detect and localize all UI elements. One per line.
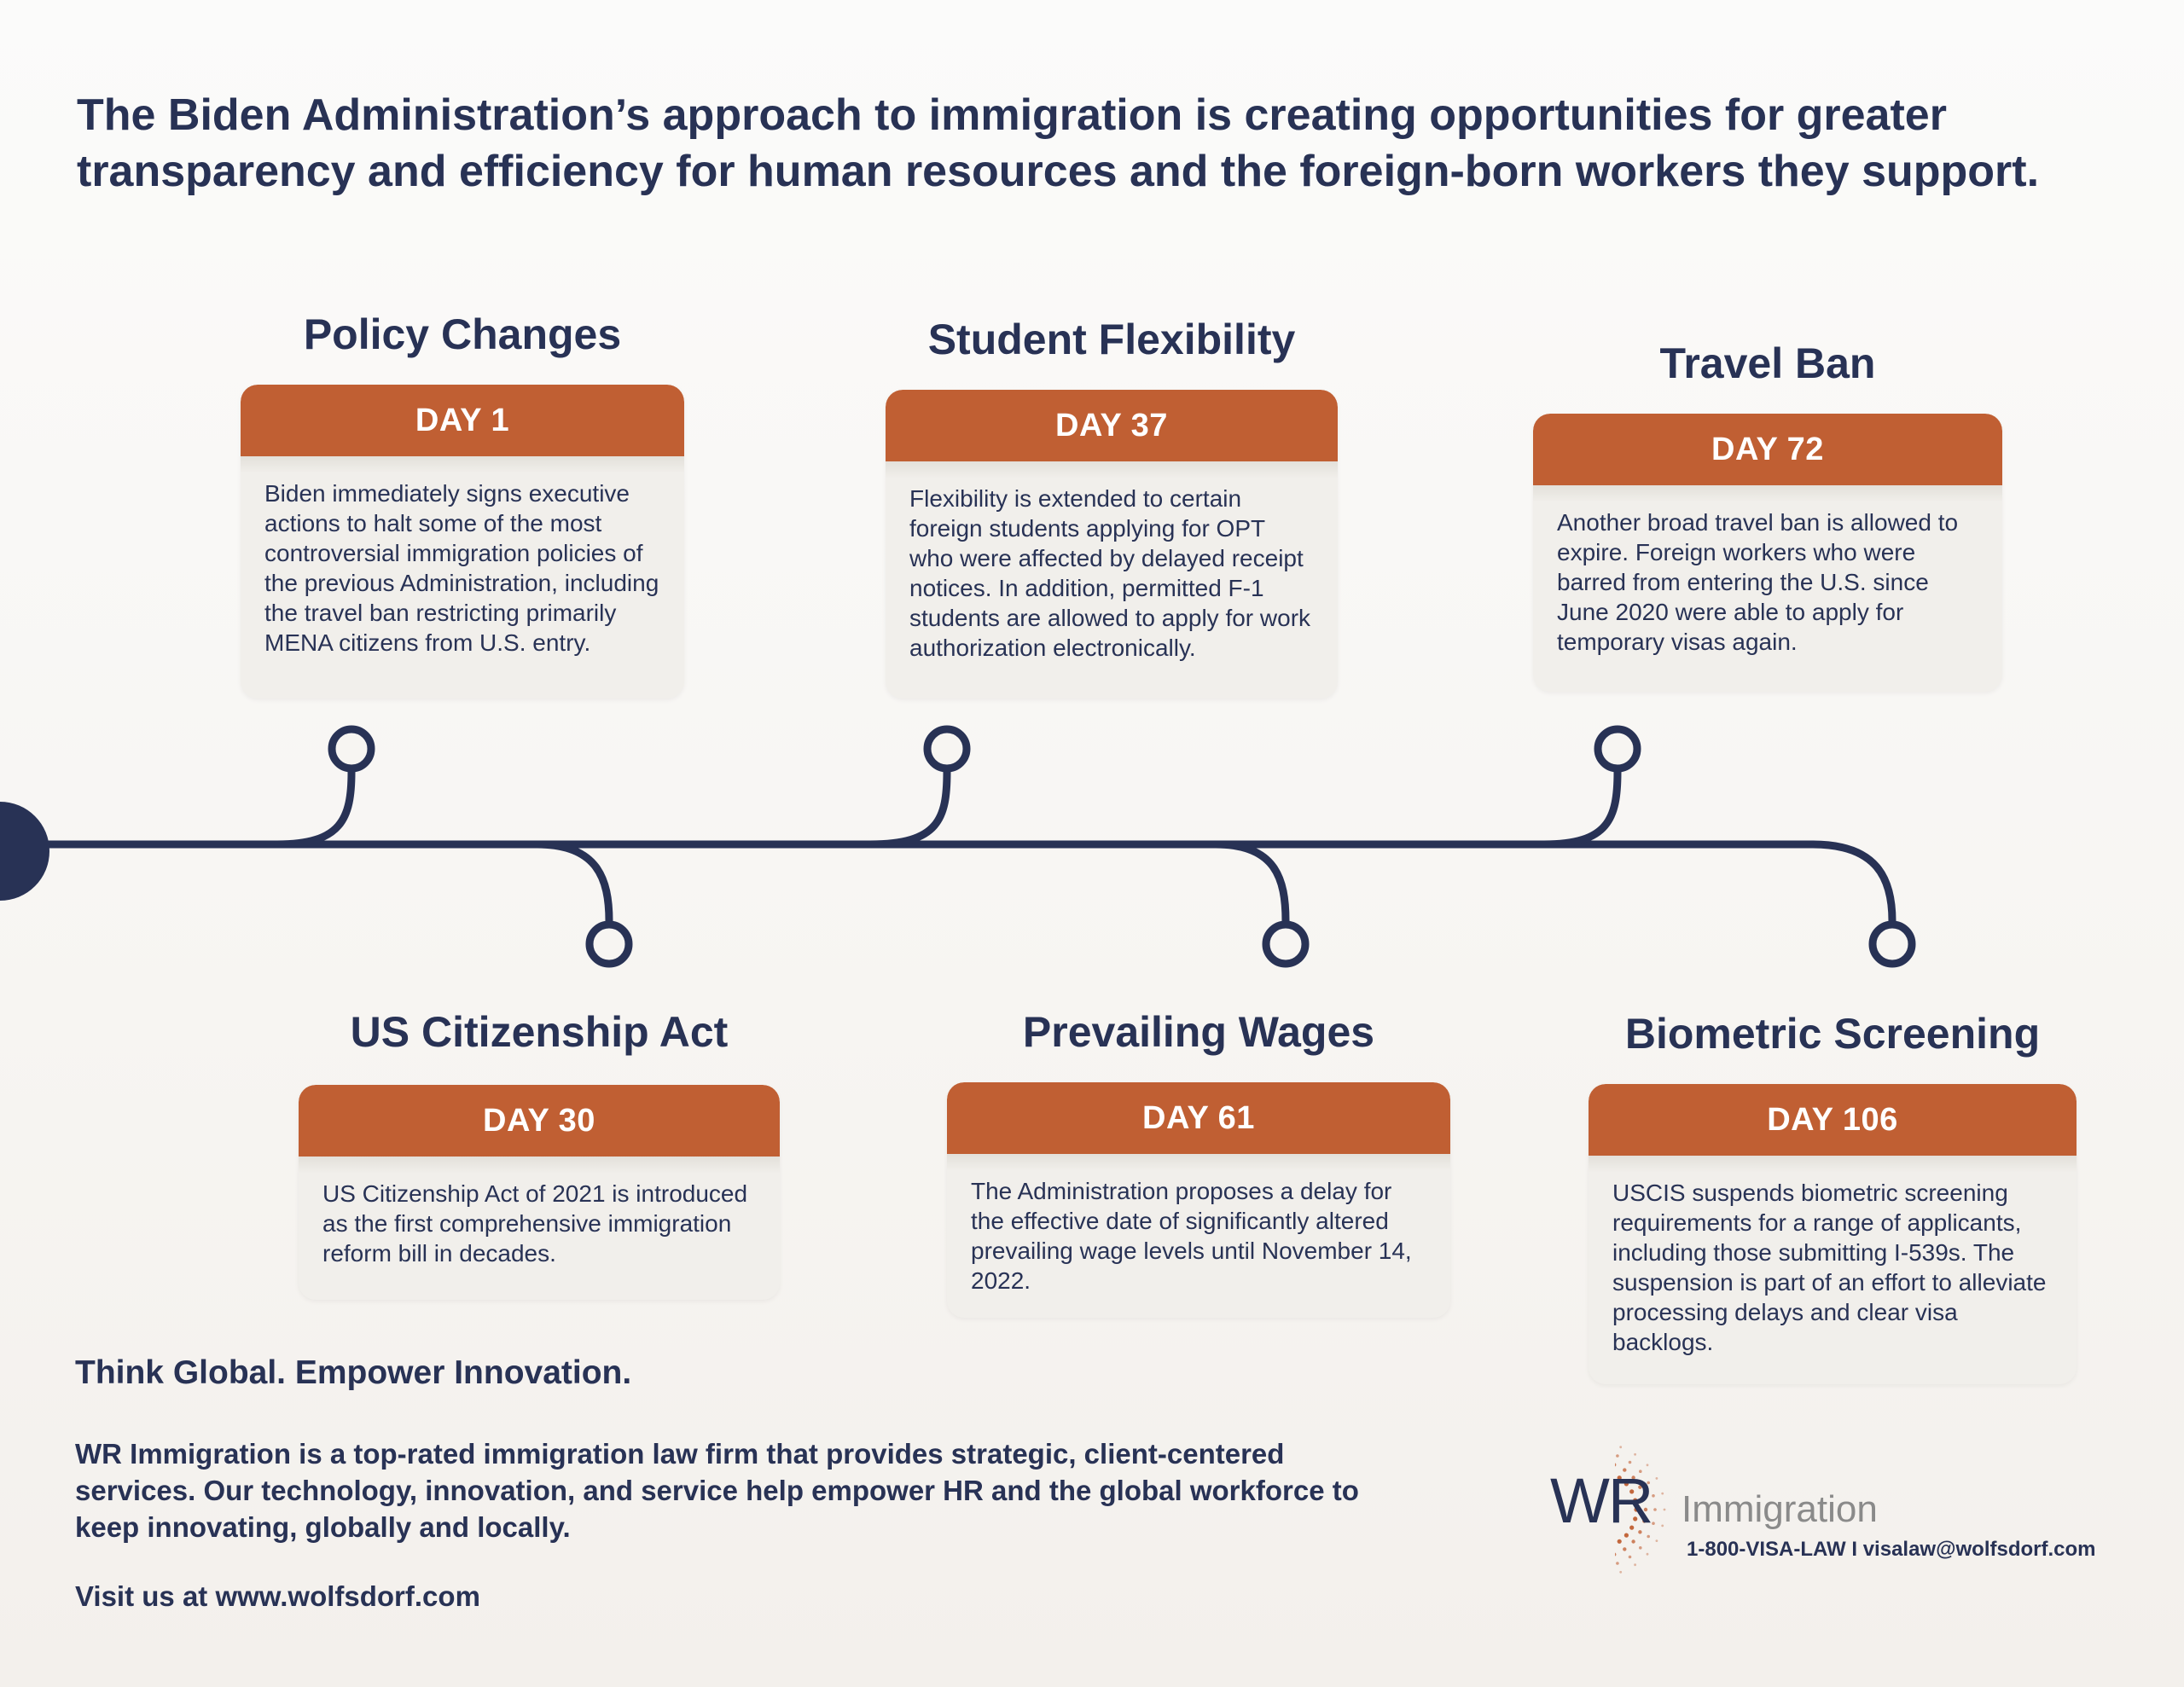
logo-dot <box>1647 1534 1650 1539</box>
event-description: The Administration proposes a delay for … <box>971 1178 1412 1294</box>
website-link[interactable]: Visit us at www.wolfsdorf.com <box>75 1580 480 1612</box>
event-card-day-1: DAY 1 Biden immediately signs executive … <box>241 385 684 699</box>
event-day-label: DAY 61 <box>947 1082 1450 1154</box>
logo-dot <box>1623 1468 1627 1472</box>
event-title-travel-ban: Travel Ban <box>1659 339 1876 387</box>
logo-dot <box>1633 1498 1638 1503</box>
card-divider <box>947 1154 1450 1171</box>
event-day-label: DAY 106 <box>1589 1084 2077 1156</box>
logo-dot <box>1663 1508 1666 1511</box>
logo-dot <box>1629 1489 1635 1494</box>
node-day-61 <box>1262 920 1310 968</box>
event-title-policy-changes: Policy Changes <box>303 310 622 358</box>
logo-dot <box>1617 1539 1622 1544</box>
logo-dots-icon <box>1615 1446 1666 1574</box>
logo-dot <box>1661 1524 1664 1528</box>
logo-name: Immigration <box>1682 1488 1878 1530</box>
event-day-label: DAY 72 <box>1533 414 2002 485</box>
logo-dot <box>1634 1452 1636 1456</box>
node-day-72 <box>1594 725 1641 773</box>
logo-dot <box>1619 1446 1623 1449</box>
logo-dot <box>1646 1464 1649 1467</box>
event-day-label: DAY 37 <box>886 390 1338 461</box>
firm-description: WR Immigration is a top-rated immigratio… <box>75 1438 1359 1543</box>
event-title-prevailing-wages: Prevailing Wages <box>1022 1008 1375 1056</box>
event-title-biometric-screening: Biometric Screening <box>1624 1010 2041 1058</box>
logo-mark: WR <box>1550 1465 1653 1536</box>
logo-dot <box>1634 1507 1639 1512</box>
logo-dot <box>1623 1533 1629 1538</box>
card-divider <box>1589 1156 2077 1173</box>
contact-info: 1-800-VISA-LAW I visalaw@wolfsdorf.com <box>1687 1538 2096 1561</box>
logo-dot <box>1639 1470 1642 1473</box>
logo-dot <box>1647 1481 1650 1485</box>
logo-dot <box>1629 1525 1635 1530</box>
tagline: Think Global. Empower Innovation. <box>75 1354 632 1391</box>
logo-dot <box>1652 1522 1655 1525</box>
logo-dot <box>1633 1516 1638 1522</box>
logo-dot <box>1623 1547 1627 1551</box>
logo-dot <box>1617 1475 1622 1481</box>
wr-immigration-logo: WR Immigration 1-800-VISA-LAW I visalaw@… <box>1548 1446 2163 1574</box>
event-description: US Citizenship Act of 2021 is introduced… <box>322 1180 748 1267</box>
card-divider <box>1533 485 2002 502</box>
logo-dot <box>1631 1475 1635 1480</box>
connector-day-106 <box>1809 840 1896 930</box>
connector-day-72 <box>1540 763 1622 849</box>
node-day-1 <box>328 725 375 773</box>
card-divider <box>299 1157 780 1174</box>
logo-dot <box>1616 1454 1619 1458</box>
event-card-day-30: DAY 30 US Citizenship Act of 2021 is int… <box>299 1085 780 1300</box>
card-divider <box>241 456 684 473</box>
event-card-day-72: DAY 72 Another broad travel ban is allow… <box>1533 414 2002 692</box>
logo-dot <box>1642 1496 1647 1500</box>
event-title-us-citizenship-act: US Citizenship Act <box>350 1008 729 1056</box>
logo-dot <box>1616 1562 1619 1565</box>
logo-dot <box>1634 1563 1636 1567</box>
logo-dot <box>1646 1552 1649 1556</box>
event-card-day-37: DAY 37 Flexibility is extended to certai… <box>886 390 1338 699</box>
logo-dot <box>1643 1507 1648 1512</box>
node-day-106 <box>1868 920 1916 968</box>
logo-dot <box>1638 1530 1642 1534</box>
logo-dot <box>1615 1552 1617 1557</box>
logo-dot <box>1653 1508 1657 1511</box>
node-day-37 <box>923 725 971 773</box>
logo-dot <box>1623 1481 1629 1487</box>
headline: The Biden Administration’s approach to i… <box>77 90 2040 196</box>
logo-dot <box>1628 1460 1632 1464</box>
event-description: Biden immediately signs executive action… <box>264 480 659 656</box>
event-day-label: DAY 1 <box>241 385 684 456</box>
logo-dot <box>1655 1477 1658 1480</box>
event-description: Another broad travel ban is allowed to e… <box>1557 509 1959 655</box>
logo-dot <box>1638 1485 1642 1489</box>
event-card-day-61: DAY 61 The Administration proposes a del… <box>947 1082 1450 1318</box>
connector-day-1 <box>273 763 356 849</box>
logo-dot <box>1639 1546 1642 1550</box>
logo-dot <box>1631 1539 1635 1544</box>
timeline-start-dot <box>0 802 49 901</box>
event-card-day-106: DAY 106 USCIS suspends biometric screeni… <box>1589 1084 2077 1384</box>
connector-day-30 <box>533 840 613 930</box>
logo-dot <box>1655 1539 1658 1542</box>
logo-dot <box>1652 1494 1655 1498</box>
logo-dot <box>1615 1463 1617 1467</box>
connector-day-37 <box>866 763 951 849</box>
logo-dot <box>1661 1492 1664 1495</box>
event-description: USCIS suspends biometric screening requi… <box>1612 1180 2047 1355</box>
event-day-label: DAY 30 <box>299 1085 780 1157</box>
logo-dot <box>1619 1570 1623 1574</box>
connector-day-61 <box>1211 840 1290 930</box>
logo-dot <box>1642 1519 1647 1523</box>
event-title-student-flexibility: Student Flexibility <box>927 316 1296 363</box>
node-day-30 <box>585 920 633 968</box>
event-description: Flexibility is extended to certain forei… <box>909 485 1311 661</box>
logo-dot <box>1628 1555 1632 1559</box>
card-divider <box>886 461 1338 478</box>
